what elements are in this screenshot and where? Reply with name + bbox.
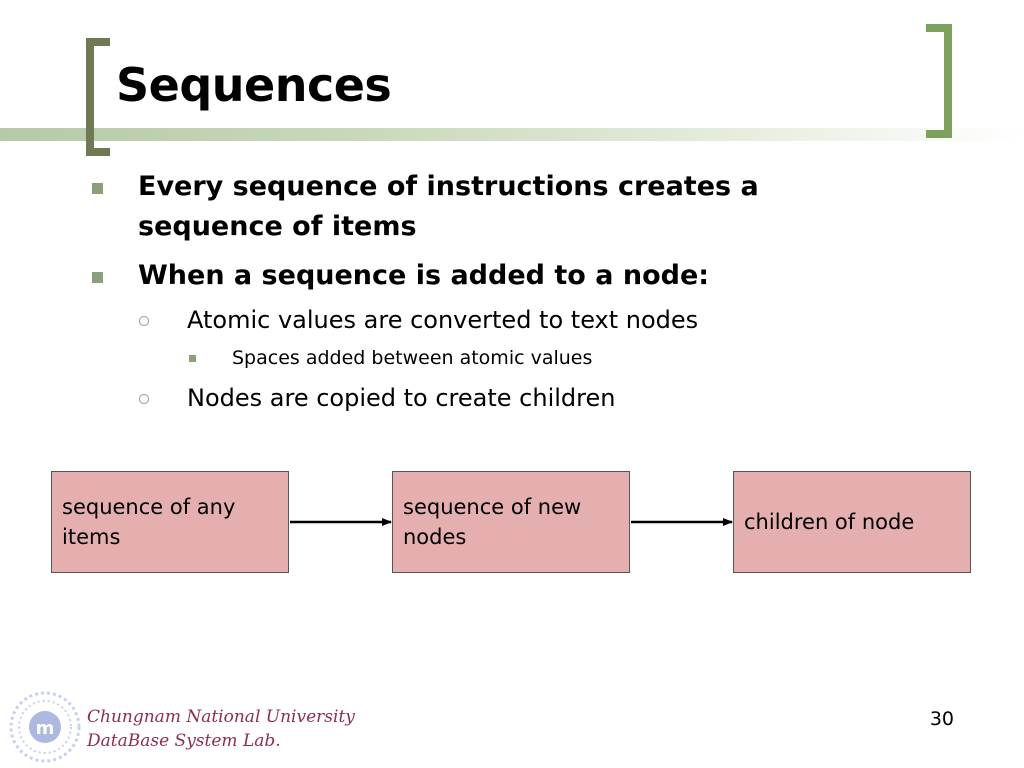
bullet-1-line-2: sequence of items: [138, 211, 417, 242]
bullet-list: Every sequence of instructions creates a…: [92, 171, 759, 412]
page-number: 30: [929, 708, 954, 730]
title-underline-stripe: [0, 128, 1024, 141]
svg-text:m: m: [36, 718, 55, 739]
bullet-2: When a sequence is added to a node:: [138, 260, 710, 291]
flow-box-sequence-of-any-items: sequence of any items: [51, 471, 289, 573]
flow-box-children-of-node: children of node: [733, 471, 971, 573]
bullet-circle-icon: [139, 316, 149, 326]
bullet-small-square-icon: [189, 355, 196, 362]
right-bracket-decoration: [922, 24, 954, 140]
flow-box-sequence-of-new-nodes: sequence of new nodes: [392, 471, 630, 573]
sub-bullet-1: Atomic values are converted to text node…: [187, 306, 699, 334]
flow-box-label: nodes: [403, 525, 467, 549]
sub-sub-bullet-1: Spaces added between atomic values: [232, 347, 593, 369]
left-bracket-decoration: [84, 38, 114, 156]
bullet-circle-icon: [139, 394, 149, 404]
flow-box-label: items: [62, 525, 121, 549]
footer-institution: Chungnam National University DataBase Sy…: [87, 705, 355, 753]
footer-lab: DataBase System Lab.: [87, 731, 281, 751]
bullet-square-icon: [92, 272, 103, 283]
sub-bullet-2: Nodes are copied to create children: [187, 384, 616, 412]
bullet-square-icon: [92, 183, 103, 194]
flow-box-label: sequence of new: [403, 495, 582, 519]
flow-box-label: sequence of any: [62, 495, 236, 519]
slide-title: Sequences: [116, 58, 392, 112]
university-logo-icon: m: [8, 690, 82, 768]
flow-box-label: children of node: [744, 510, 915, 534]
footer-university: Chungnam National University: [87, 707, 355, 727]
bullet-1-line-1: Every sequence of instructions creates a: [138, 171, 759, 202]
